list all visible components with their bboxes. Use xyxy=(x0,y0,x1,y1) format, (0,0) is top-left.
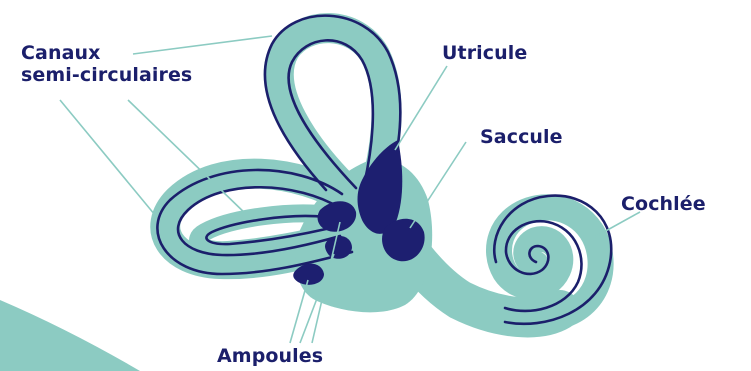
label-saccule: Saccule xyxy=(480,126,563,148)
label-ampoules: Ampoules xyxy=(217,345,323,367)
corner-decoration xyxy=(0,300,140,371)
utricle-shape xyxy=(358,140,403,234)
label-utricule: Utricule xyxy=(442,42,527,64)
label-canaux-line1: Canaux xyxy=(21,42,192,64)
label-canaux-semi-circulaires: Canaux semi-circulaires xyxy=(21,42,192,86)
label-cochlee: Cochlée xyxy=(621,193,706,215)
label-canaux-line2: semi-circulaires xyxy=(21,64,192,86)
